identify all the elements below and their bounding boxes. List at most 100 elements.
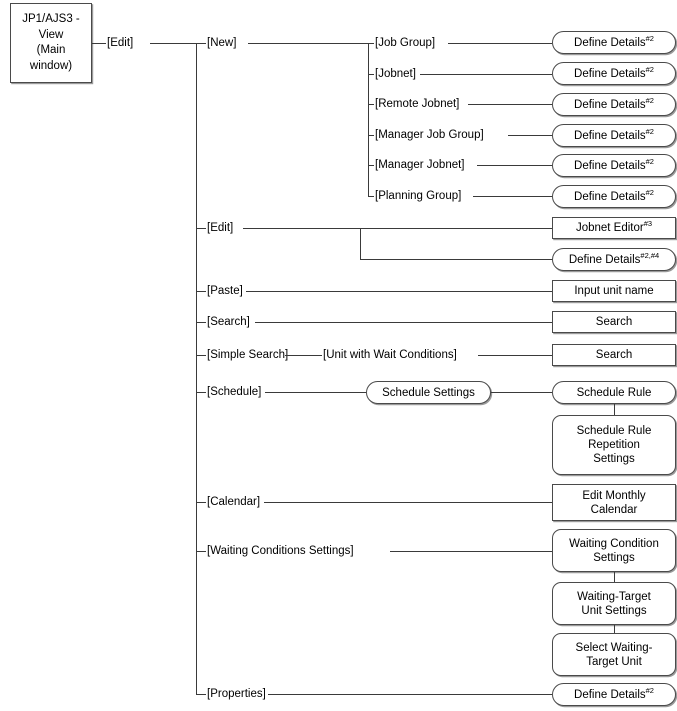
branch-label-simple-search: [Simple Search] xyxy=(206,348,290,362)
connector-manager-jobnet-to-window xyxy=(477,165,552,166)
connector-planning-group-to-window xyxy=(473,196,552,197)
footnote-marker: #2 xyxy=(645,685,654,695)
window-label: Input unit name xyxy=(574,285,654,297)
connector-remote-jobnet xyxy=(368,104,374,105)
connector-branch-search xyxy=(196,322,206,323)
window-schedule-rule-repetition-settings: Schedule Rule Repetition Settings xyxy=(552,415,676,475)
footnote-marker: #2 xyxy=(645,156,654,166)
window-label: Search xyxy=(595,349,633,361)
window-define-details-manager-jobnet: Define Details#2 xyxy=(552,154,676,177)
window-label: Schedule Rule Repetition Settings xyxy=(576,425,652,465)
connector-jobnet xyxy=(368,74,374,75)
branch-label-search: [Search] xyxy=(206,315,251,329)
edit-sub-vertical-line xyxy=(360,228,361,259)
connector-branch-schedule xyxy=(196,392,206,393)
branch-label-properties: [Properties] xyxy=(206,687,267,701)
connector-root-to-edit xyxy=(92,43,106,44)
connector-edit-to-trunk xyxy=(150,43,196,44)
connector-branch-waiting-conditions xyxy=(196,551,206,552)
connector-paste-to-window xyxy=(246,291,552,292)
connector-schedule-settings-to-rule xyxy=(491,392,552,393)
connector-job-group-to-window xyxy=(448,43,552,44)
root-window-box: JP1/AJS3 - View (Main window) xyxy=(10,3,92,83)
window-define-details-edit: Define Details#2,#4 xyxy=(552,248,676,271)
connector-branch-properties xyxy=(196,694,206,695)
window-label: Define Details xyxy=(574,129,646,142)
branch-label-calendar: [Calendar] xyxy=(206,495,262,509)
window-label: Schedule Settings xyxy=(382,386,475,399)
window-label: Define Details xyxy=(574,159,646,172)
window-label: Select Waiting- Target Unit xyxy=(575,641,653,668)
intermediate-label-unit-with-wait-conditions: [Unit with Wait Conditions] xyxy=(322,348,458,362)
submenu-label-remote-jobnet: [Remote Jobnet] xyxy=(374,97,461,111)
window-define-details-planning-group: Define Details#2 xyxy=(552,185,676,208)
window-select-waiting-target-unit: Select Waiting- Target Unit xyxy=(552,633,676,676)
connector-planning-group xyxy=(368,196,374,197)
window-label: Define Details xyxy=(574,688,646,701)
submenu-label-job-group: [Job Group] xyxy=(374,36,437,50)
connector-remote-jobnet-to-window xyxy=(468,104,552,105)
window-waiting-target-unit-settings: Waiting-Target Unit Settings xyxy=(552,582,676,625)
footnote-marker: #2 xyxy=(645,187,654,197)
window-search-from-simple-search: Search xyxy=(552,344,676,366)
connector-jobnet-to-window xyxy=(420,74,552,75)
window-label: Waiting Condition Settings xyxy=(569,537,659,564)
connector-branch-paste xyxy=(196,291,206,292)
branch-label-edit: [Edit] xyxy=(206,221,235,235)
window-label: Define Details xyxy=(574,36,646,49)
connector-edit-to-define-details xyxy=(360,259,556,260)
connector-manager-jobnet xyxy=(368,165,374,166)
branch-label-schedule: [Schedule] xyxy=(206,385,263,399)
window-label: Schedule Rule xyxy=(576,386,652,399)
window-define-details-jobnet: Define Details#2 xyxy=(552,62,676,85)
connector-branch-calendar xyxy=(196,502,206,503)
submenu-label-manager-jobnet: [Manager Jobnet] xyxy=(374,158,466,172)
connector-properties-to-window xyxy=(268,694,552,695)
footnote-marker: #2,#4 xyxy=(640,250,660,260)
submenu-label-jobnet: [Jobnet] xyxy=(374,67,417,81)
window-label: Jobnet Editor xyxy=(575,222,644,234)
window-label: Waiting-Target Unit Settings xyxy=(577,590,651,617)
window-input-unit-name: Input unit name xyxy=(552,280,676,302)
window-label: Define Details xyxy=(574,98,646,111)
window-label: Search xyxy=(595,316,633,328)
window-label: Define Details xyxy=(574,190,646,203)
connector-calendar-to-window xyxy=(264,502,552,503)
window-define-details-remote-jobnet: Define Details#2 xyxy=(552,93,676,116)
window-edit-monthly-calendar: Edit Monthly Calendar xyxy=(552,484,676,521)
window-define-details-job-group: Define Details#2 xyxy=(552,31,676,54)
new-submenu-vertical-line xyxy=(368,43,369,196)
connector-manager-job-group-to-window xyxy=(508,135,552,136)
footnote-marker: #2 xyxy=(645,95,654,105)
window-label: Define Details xyxy=(568,253,641,266)
window-label: Define Details xyxy=(574,67,646,80)
window-waiting-condition-settings: Waiting Condition Settings xyxy=(552,529,676,572)
trunk-vertical-line xyxy=(196,43,197,694)
connector-new-to-sub-trunk xyxy=(248,43,368,44)
connector-waiting-conditions-to-window xyxy=(390,551,552,552)
window-label: Edit Monthly Calendar xyxy=(582,489,646,516)
connector-edit-to-jobnet-editor xyxy=(243,228,552,229)
connector-target-settings-to-select xyxy=(614,625,615,633)
submenu-label-planning-group: [Planning Group] xyxy=(374,189,463,203)
window-schedule-rule: Schedule Rule xyxy=(552,381,676,404)
footnote-marker: #3 xyxy=(643,219,653,229)
window-schedule-settings: Schedule Settings xyxy=(366,381,491,404)
connector-simple-search-to-unit xyxy=(285,355,322,356)
window-search-from-search: Search xyxy=(552,311,676,333)
connector-job-group xyxy=(368,43,374,44)
branch-label-waiting-conditions-settings: [Waiting Conditions Settings] xyxy=(206,544,355,558)
connector-manager-job-group xyxy=(368,135,374,136)
branch-label-new: [New] xyxy=(206,36,238,50)
connector-search-to-window xyxy=(255,322,552,323)
connector-schedule-rule-to-repetition xyxy=(614,404,615,415)
window-define-details-properties: Define Details#2 xyxy=(552,683,676,706)
connector-unit-to-search-window xyxy=(478,355,552,356)
root-window-label: JP1/AJS3 - View (Main window) xyxy=(22,13,80,72)
branch-label-paste: [Paste] xyxy=(206,284,244,298)
footnote-marker: #2 xyxy=(645,64,654,74)
connector-branch-edit xyxy=(196,228,206,229)
submenu-label-manager-job-group: [Manager Job Group] xyxy=(374,128,485,142)
footnote-marker: #2 xyxy=(645,33,654,43)
